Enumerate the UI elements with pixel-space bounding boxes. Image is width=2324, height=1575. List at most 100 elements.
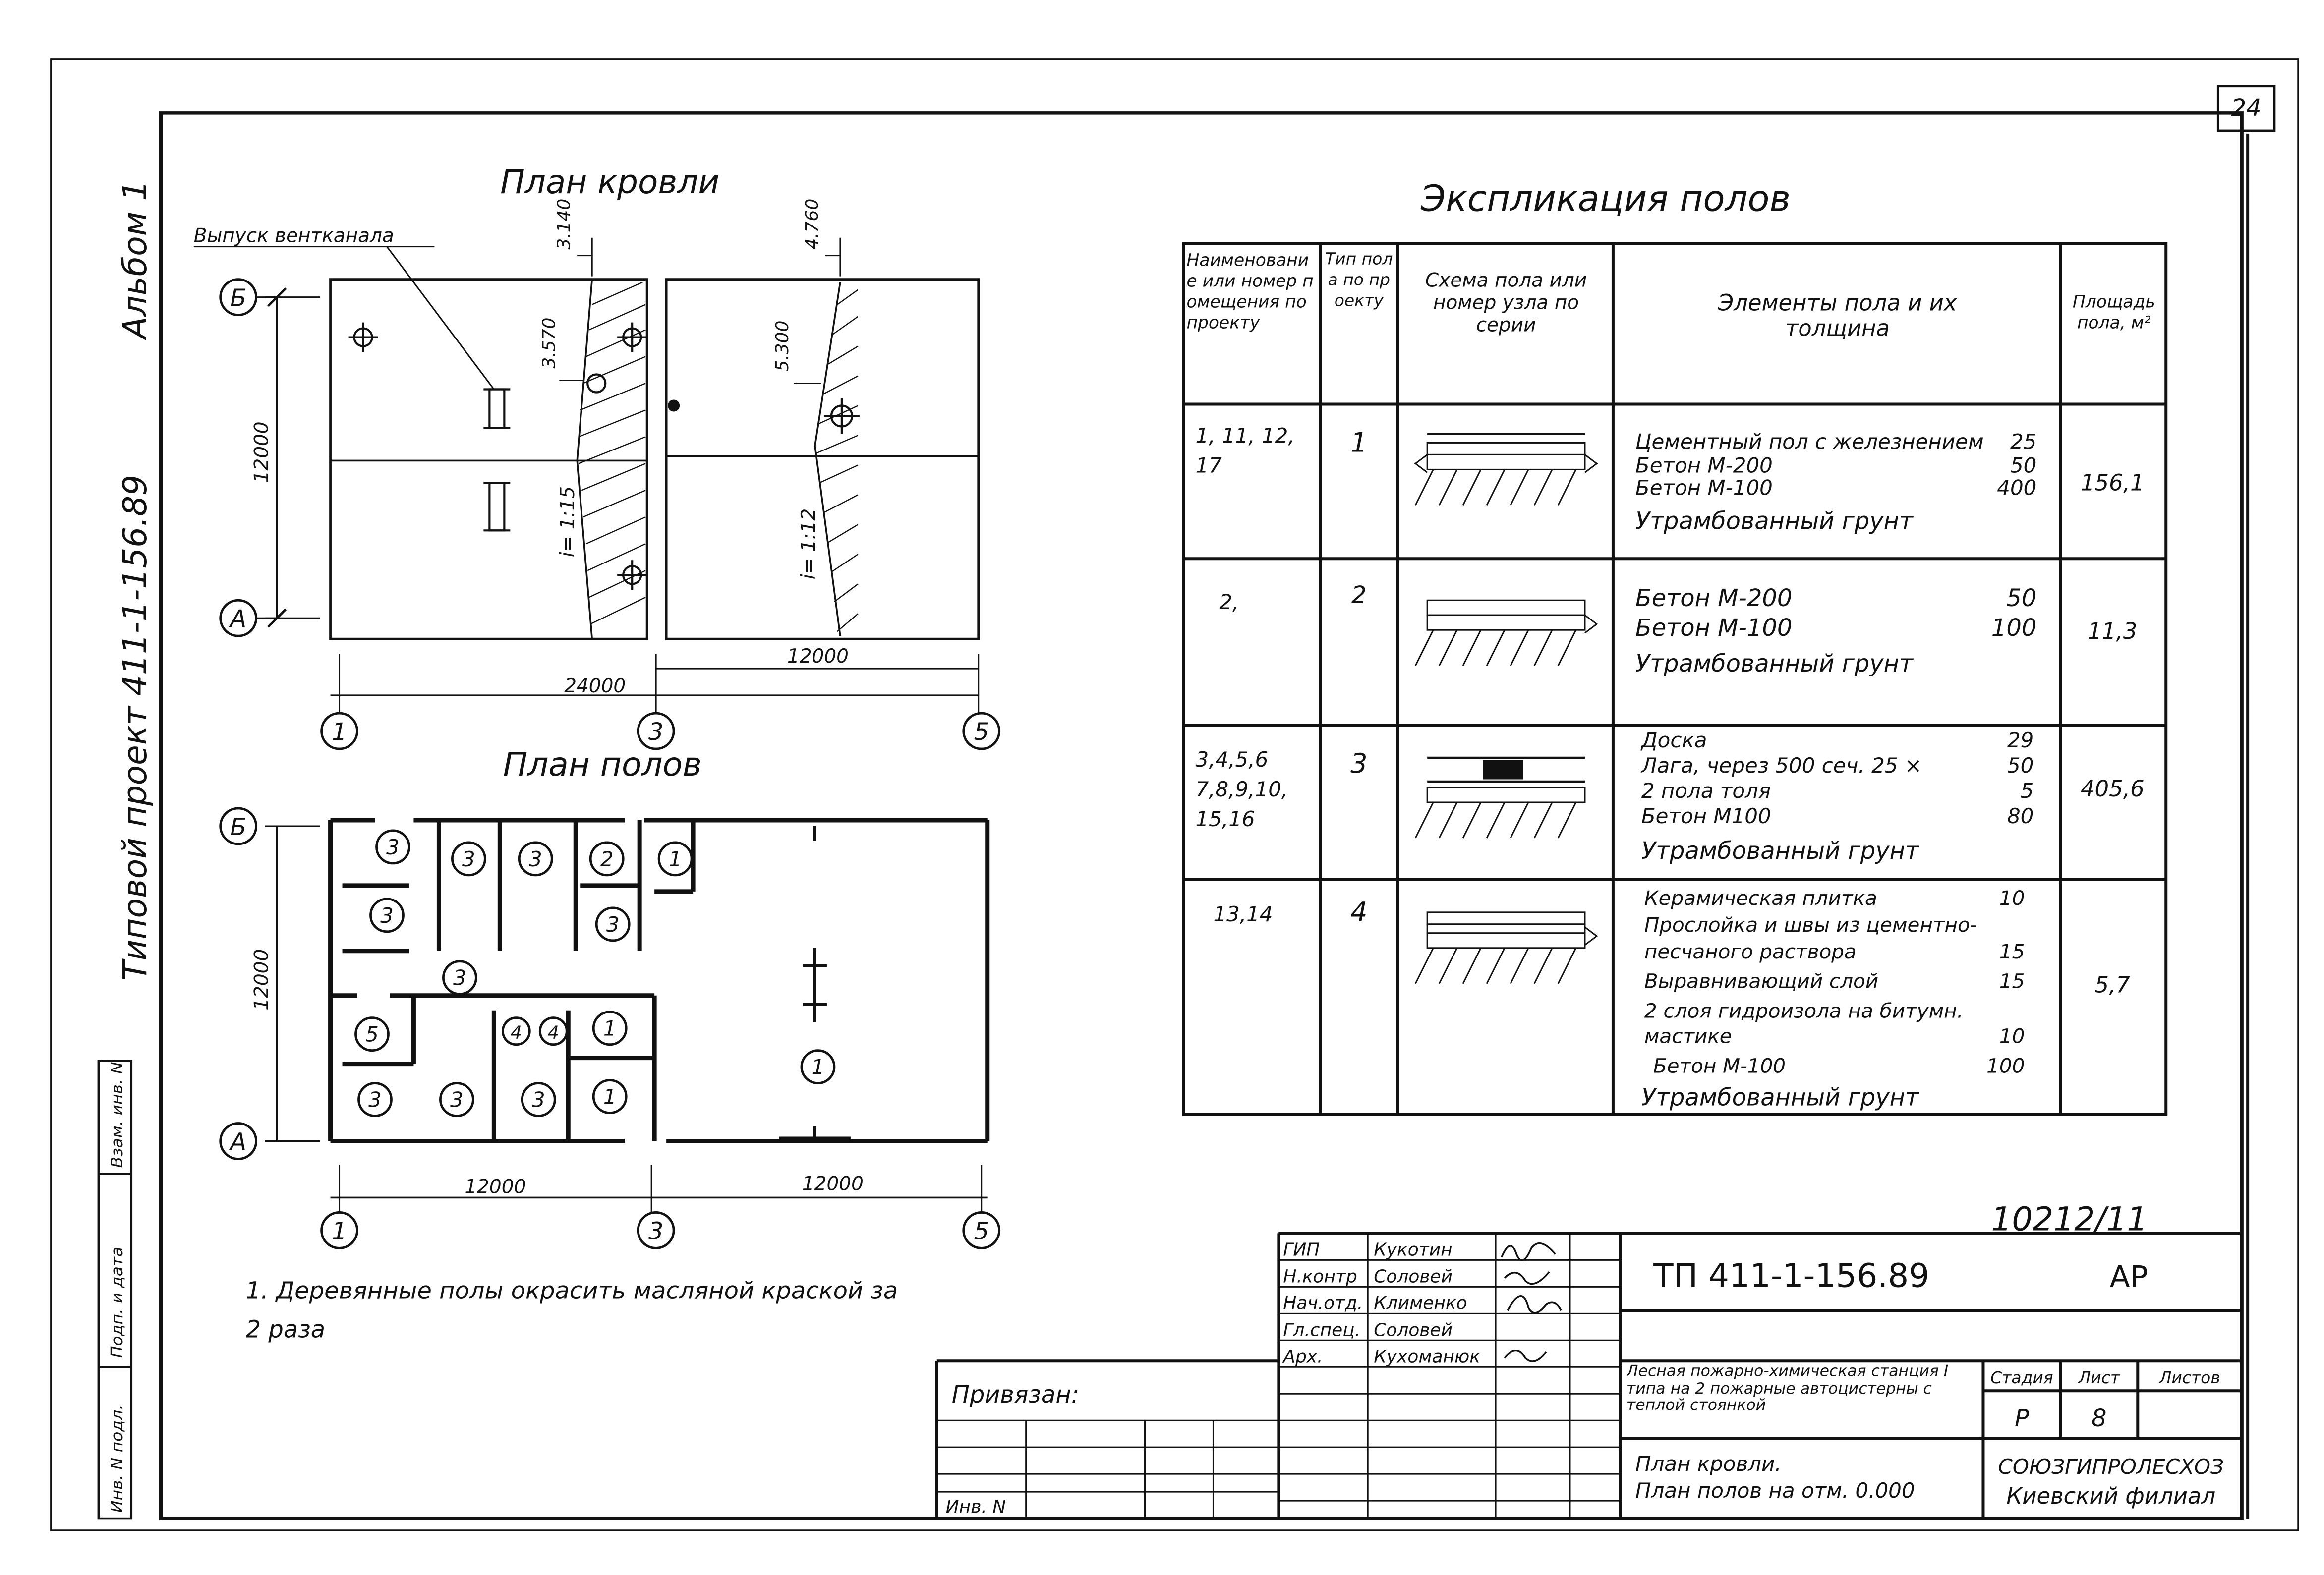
element-name: 2 слоя гидроизола на битумн. (1644, 999, 1964, 1023)
room-mark: 3 (462, 847, 475, 871)
row1-rooms: 1, 11, 12, 17 (1195, 425, 1295, 479)
tb-stage: Р (2015, 1405, 2029, 1432)
row2-area: 11,3 (2088, 618, 2137, 644)
explication-title: Экспликация полов (1420, 178, 1791, 220)
row4-rooms: 13,14 (1213, 902, 1273, 926)
room-mark: 1 (812, 1055, 825, 1079)
element-thickness: 15 (1999, 940, 2025, 963)
explication-table: Экспликация полов Наименование или номер… (1182, 178, 2168, 1116)
row3-elements: Доска 29 Лага, через 500 сеч. 25 × 50 2 … (1640, 728, 2034, 865)
dim-5300: 5.300 (772, 321, 793, 372)
tb-sheet: 8 (2092, 1405, 2107, 1432)
dim-3570: 3.570 (539, 318, 559, 369)
tb-org-1: СОЮЗГИПРОЛЕСХОЗ (1998, 1455, 2224, 1479)
roof-plan-title: План кровли (500, 163, 719, 201)
tb-drawing-name-1: План кровли. (1635, 1452, 1782, 1476)
element-thickness: 10 (1999, 886, 2025, 910)
floor-scheme-3 (1414, 756, 1586, 839)
element-name: Выравнивающий слой (1644, 969, 1878, 993)
room-mark: 4 (511, 1023, 522, 1043)
album-label: Альбом 1 (116, 180, 154, 341)
project-label: Типовой проект 411-1-156.89 (116, 475, 154, 981)
axis-a-roof: А (229, 605, 246, 633)
element-thickness: 10 (1999, 1024, 2025, 1048)
room-mark: 1 (603, 1016, 617, 1041)
row4-type: 4 (1350, 897, 1367, 928)
element-name: Утрамбованный грунт (1635, 507, 1914, 535)
dim-4760: 4.760 (802, 199, 822, 250)
title-block: ГИП Кукотин Н.контр Соловей Нач.отд. Кли… (935, 1232, 2242, 1519)
room-mark: 1 (603, 1085, 617, 1109)
axis-3-roof: 3 (648, 718, 664, 746)
tb-name: Клименко (1374, 1293, 1467, 1313)
tb-object: Лесная пожарно-химическая станция I типа… (1626, 1364, 1949, 1415)
tb-name: Соловей (1374, 1320, 1452, 1340)
row1-elements: Цементный пол с железнением 25 Бетон М-2… (1635, 429, 2036, 535)
element-name: песчаного раствора (1644, 940, 1857, 963)
dim-3140: 3.140 (554, 199, 574, 250)
vent-callout: Выпуск вентканала (194, 225, 394, 247)
element-thickness: 100 (1991, 614, 2037, 642)
slope-left: i= 1:15 (557, 486, 579, 557)
element-thickness: 50 (2007, 753, 2034, 778)
element-name: Доска (1640, 728, 1707, 752)
header-scheme: Схема пола или номер узла по серии (1425, 270, 1587, 338)
element-thickness: 25 (2010, 429, 2036, 453)
element-name: Керамическая плитка (1644, 886, 1877, 910)
floor-scheme-2 (1414, 599, 1598, 666)
element-name: Утрамбованный грунт (1635, 650, 1914, 677)
outer-border (50, 58, 2299, 1531)
row4-area: 5,7 (2095, 972, 2131, 998)
room-mark: 2 (600, 847, 614, 871)
floor-scheme-4 (1414, 911, 1598, 984)
tb-name: Кухоманюк (1374, 1347, 1480, 1367)
element-name: Утрамбованный грунт (1641, 1084, 1920, 1112)
element-thickness: 50 (2010, 453, 2036, 477)
sheet-number: 24 (2231, 94, 2262, 122)
element-thickness: 15 (1999, 969, 2025, 993)
element-thickness: 50 (2006, 584, 2036, 612)
tb-role: Арх. (1282, 1347, 1323, 1367)
row1-type: 1 (1350, 427, 1367, 458)
element-name: Бетон М-100 (1635, 475, 1773, 500)
room-mark: 4 (548, 1023, 559, 1043)
row2-elements: Бетон М-200 50 Бетон М-100 100 Утрамбова… (1635, 584, 2036, 677)
element-name: Цементный пол с железнением (1635, 429, 1984, 453)
room-mark: 1 (669, 847, 682, 871)
roof-plan: План кровли Выпуск вентканала (193, 163, 1001, 750)
inner-frame (159, 111, 2244, 1520)
row3-type: 3 (1350, 748, 1367, 779)
header-elements: Элементы пола и их толщина (1718, 291, 1957, 342)
axis-1-roof: 1 (332, 718, 347, 746)
header-area: Площадь пола, м² (2072, 291, 2155, 333)
tb-drawing-name-2: План полов на отм. 0.000 (1635, 1478, 1915, 1503)
floor-plan-title: План полов (503, 745, 702, 784)
stamp-replace-label: Взам. инв. N (107, 1062, 126, 1168)
tb-role: Нач.отд. (1283, 1293, 1363, 1313)
floor-scheme-1 (1414, 433, 1598, 506)
side-stamp: Инв. N подл. Подп. и дата Взам. инв. N (97, 1060, 133, 1520)
element-name: Утрамбованный грунт (1641, 837, 1920, 865)
element-name: Лага, через 500 сеч. 25 × (1640, 753, 1922, 778)
element-name: Прослойка и швы из цементно- (1644, 913, 1977, 937)
element-name: Бетон М-100 (1653, 1054, 1786, 1078)
axis-b-floor: Б (230, 813, 246, 841)
note-text: 1. Деревянные полы окрасить масляной кра… (245, 1276, 898, 1344)
axis-5-floor: 5 (974, 1217, 989, 1245)
axis-1-floor: 1 (332, 1217, 347, 1245)
room-mark: 3 (606, 912, 620, 937)
header-type: Тип пола по проекту (1325, 249, 1393, 311)
room-mark: 5 (365, 1022, 379, 1047)
element-name: Бетон М-100 (1635, 614, 1792, 642)
tb-inv: Инв. N (946, 1497, 1006, 1517)
tb-mark: АР (2110, 1259, 2148, 1294)
room-mark: 3 (380, 903, 394, 928)
row1-area: 156,1 (2081, 469, 2145, 496)
room-mark: 3 (386, 835, 400, 859)
row3-rooms: 3,4,5,6 7,8,9,10, 15,16 (1195, 749, 1288, 832)
floor-dim-left: 12000 (465, 1176, 526, 1198)
tb-name: Соловей (1374, 1266, 1452, 1287)
row4-elements: Керамическая плитка 10 Прослойка и швы и… (1641, 886, 2025, 1112)
axis-a-floor: А (229, 1128, 246, 1156)
row2-type: 2 (1351, 581, 1367, 609)
